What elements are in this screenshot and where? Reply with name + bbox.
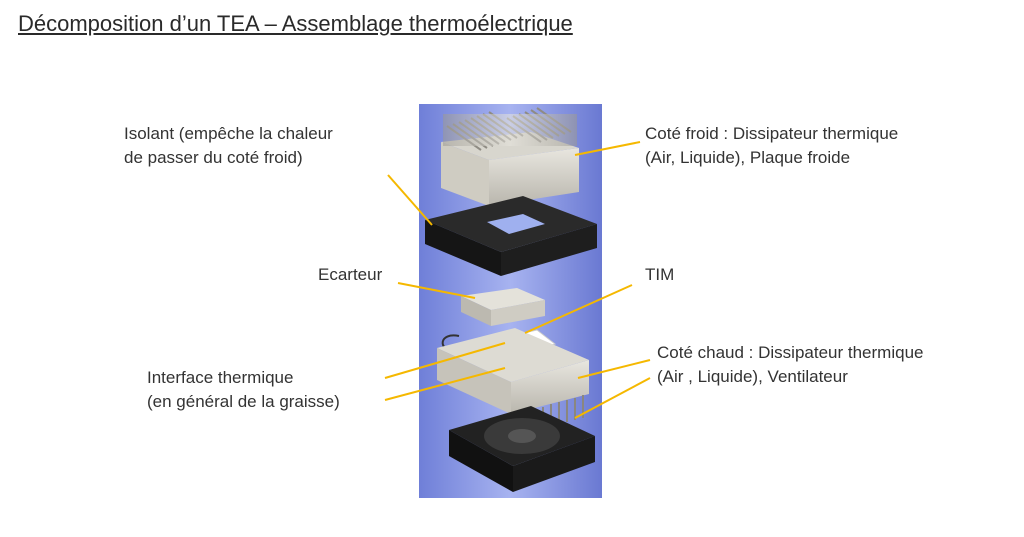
label-cote-froid-line1: Coté froid : Dissipateur thermique [645, 124, 899, 143]
label-ecarteur-text: Ecarteur [318, 265, 383, 284]
slide-title: Décomposition d’un TEA – Assemblage ther… [18, 11, 573, 36]
insulator-frame [425, 196, 597, 276]
leader-cote-chaud-1 [577, 359, 651, 379]
label-interface-line1: Interface thermique [147, 368, 294, 387]
label-interface-thermique: Interface thermique (en général de la gr… [147, 366, 340, 414]
label-ecarteur: Ecarteur [318, 263, 382, 287]
leader-ecarteur [397, 282, 476, 299]
label-cote-chaud-line1: Coté chaud : Dissipateur thermique [657, 343, 924, 362]
fan [449, 406, 595, 492]
label-cote-chaud-line2: (Air , Liquide), Ventilateur [657, 367, 848, 386]
label-cote-chaud: Coté chaud : Dissipateur thermique (Air … [657, 341, 923, 389]
label-isolant: Isolant (empêche la chaleur de passer du… [124, 122, 333, 170]
label-interface-line2: (en général de la graisse) [147, 392, 340, 411]
label-cote-froid: Coté froid : Dissipateur thermique (Air,… [645, 122, 898, 170]
label-cote-froid-line2: (Air, Liquide), Plaque froide [645, 148, 851, 167]
leader-cote-chaud-2 [574, 377, 651, 419]
leader-tim [524, 284, 633, 334]
leader-cote-froid [574, 141, 641, 156]
label-isolant-line2: de passer du coté froid) [124, 148, 303, 167]
cold-side-heatsink [441, 107, 579, 206]
spacer-block [461, 288, 545, 326]
label-tim: TIM [645, 263, 674, 287]
leader-isolant [387, 174, 433, 226]
leader-interface-1 [384, 342, 506, 379]
label-isolant-line1: Isolant (empêche la chaleur [124, 124, 333, 143]
tea-assembly-illustration [419, 104, 602, 498]
label-tim-text: TIM [645, 265, 675, 284]
leader-interface-2 [384, 367, 506, 401]
